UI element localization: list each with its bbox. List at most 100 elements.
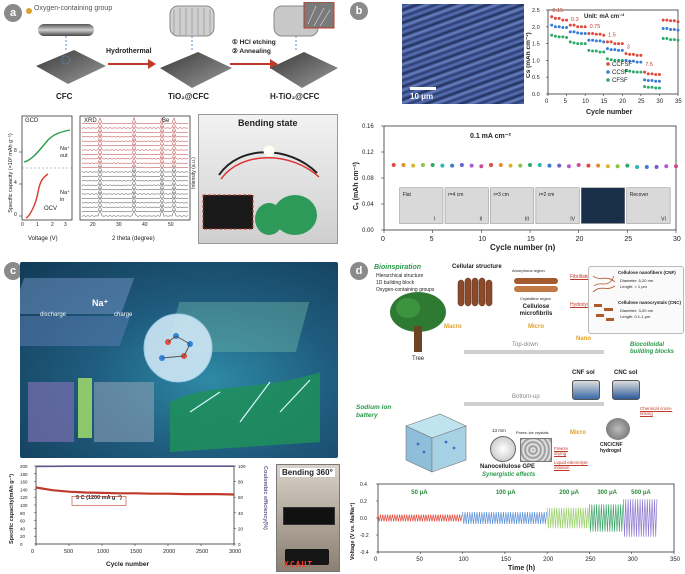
rate-point-cfsf: [620, 58, 624, 62]
cycle-photo-caption: Recover: [630, 192, 649, 198]
xrd-trace: [81, 138, 189, 147]
sem-scale-bar-label: 10 μm: [410, 92, 434, 101]
rate-xtick-label: 25: [638, 99, 645, 105]
long-ytick-label: 0: [20, 542, 23, 547]
rate-point-ccfsf: [576, 25, 580, 29]
rate-ytick-label: 2.0: [532, 25, 540, 31]
long-ytick-right-label: 60: [238, 495, 244, 500]
rate-point-ccfsf: [557, 16, 561, 20]
volt-current-label: 300 μA: [597, 490, 617, 496]
rate-point-cfsf: [676, 38, 680, 42]
cycle-photo-roman: III: [525, 217, 529, 223]
long-ytick-label: 200: [20, 464, 28, 469]
rate-point-ccfsf: [561, 18, 565, 22]
long-xtick-label: 0: [31, 549, 34, 555]
rate-point-ccsf: [561, 25, 565, 29]
rate-point-ccfsf: [643, 70, 647, 74]
rate-point-cfsf: [587, 48, 591, 52]
rate-point-cfsf: [643, 85, 647, 89]
rate-point-cfsf: [669, 38, 673, 42]
xrd-trace: [81, 142, 189, 151]
rate-point-ccfsf: [587, 32, 591, 36]
long-ytick-label: 120: [20, 495, 28, 500]
macro-label-top: Macro: [444, 324, 462, 330]
tree-illustration: [390, 292, 446, 352]
be-label: Be: [162, 118, 170, 124]
discharge-label: discharge: [40, 312, 67, 318]
cycle-xlabel: Cycle number (n): [490, 243, 556, 252]
cycle-point: [401, 163, 406, 167]
synergistic-label: Synergistic effects: [482, 472, 536, 478]
rate-point-cfsf: [598, 50, 602, 54]
na-out-label: Na⁺ out: [60, 146, 70, 159]
volt-ytick-label: 0.2: [360, 499, 367, 505]
volt-plot-frame: [377, 483, 675, 553]
chemical-crosslinking-label: Chemical cross-linking: [640, 406, 673, 416]
hydrolysis-label: Hydrolysis: [570, 302, 594, 308]
rate-xtick-label: 30: [656, 99, 663, 105]
xrd-trace: [81, 129, 189, 138]
rate-point-ccsf: [565, 25, 569, 29]
rate-point-ccfsf: [676, 20, 680, 24]
rate-point-ccsf: [646, 79, 650, 83]
long-ytick-label: 140: [20, 487, 28, 492]
rate-point-ccfsf: [635, 53, 639, 57]
xrd-xtick-0: 20: [90, 222, 96, 228]
xrd-trace: [81, 174, 189, 182]
amorphous-label: Amorphous region: [512, 268, 545, 273]
pores-label: Pores: ice crystals: [516, 430, 549, 435]
volt-segment-1: [377, 514, 463, 522]
xrd-label: XRD: [84, 118, 97, 124]
gcd-label: GCD: [25, 118, 39, 124]
rate-point-cfsf: [583, 42, 587, 46]
rate-point-ccsf: [550, 23, 554, 27]
cellular-structure-label: Cellular structure: [452, 264, 502, 270]
gcd-xlabel: Voltage (V): [28, 236, 58, 242]
rate-point-cfsf: [557, 35, 561, 39]
volt-segment-3: [546, 507, 590, 529]
cnf-illustration: [592, 275, 616, 293]
volt-ytick-label: 0.4: [360, 482, 367, 488]
rate-xtick-label: 20: [619, 99, 626, 105]
cnc-illustration: [594, 304, 614, 321]
liquid-infusion-label: Liquid electrolyte infusion: [554, 460, 588, 470]
xrd-trace: [81, 208, 189, 217]
volt-xtick-label: 100: [459, 557, 470, 563]
sem-image: [402, 4, 524, 104]
hydrothermal-arrow: [108, 59, 156, 69]
volt-segment-2: [462, 511, 547, 525]
rate-point-ccfsf: [646, 72, 650, 76]
xrd-trace: [81, 147, 189, 156]
gcd-ytick-1: 4: [14, 180, 17, 186]
cnc-length: Length: 0.1-1 μm: [620, 314, 651, 319]
charge-label: charge: [114, 312, 133, 318]
cycle-point: [489, 163, 494, 167]
xrd-trace: [81, 160, 189, 169]
bending-state-label: Bending state: [238, 118, 298, 128]
volt-xtick-label: 0: [374, 557, 378, 563]
cycle-point: [674, 164, 678, 169]
tio2-cfc-illustration: [160, 5, 232, 88]
panel-a: a Oxygen-containing group CFC Hydrotherm…: [0, 0, 340, 255]
gcd-ytick-0: 8: [14, 148, 17, 154]
long-annotation-box: [71, 496, 127, 506]
microfibrils-label: Cellulose microfibrils: [519, 304, 553, 317]
cycle-title: 0.1 mA cm⁻²: [470, 133, 511, 140]
xrd-trace: [81, 204, 189, 213]
rate-point-ccsf: [587, 38, 591, 42]
cycle-point: [440, 163, 445, 168]
cycle-point: [411, 163, 416, 168]
cycle-photo-roman: IV: [570, 217, 575, 223]
cycle-point: [391, 163, 396, 167]
volt-current-label: 100 μA: [496, 490, 516, 496]
cycle-photo-roman: V: [616, 217, 620, 223]
xrd-ylabel: Intensity (a.u.): [191, 157, 197, 189]
rate-unit-label: Unit: mA cm⁻²: [584, 13, 624, 20]
bio-point-3: Oxygen-containing groups: [376, 287, 435, 293]
rate-point-ccfsf: [624, 52, 628, 56]
pores-illustration: [520, 438, 552, 462]
long-ylabel-left: Specific capacity(mAh g⁻¹): [8, 474, 15, 544]
panel-a-label: a: [4, 4, 22, 22]
